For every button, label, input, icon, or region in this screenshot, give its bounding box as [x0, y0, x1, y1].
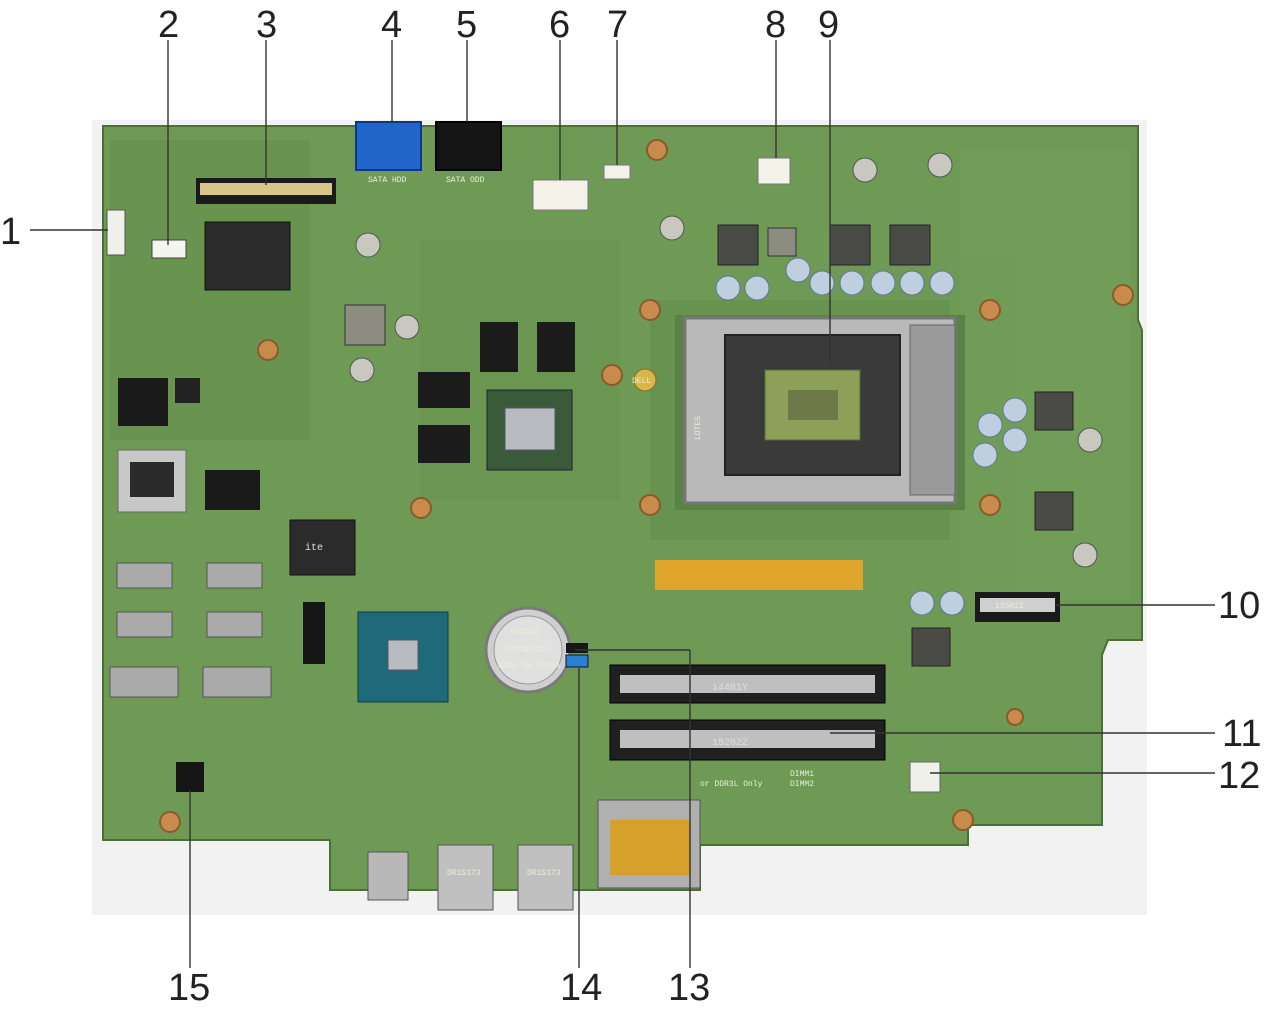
sata-odd-connector	[435, 121, 502, 171]
sata-hdd-label: SATA HDD	[368, 176, 407, 185]
svg-text:CR2032: CR2032	[510, 628, 539, 637]
callout-8: 8	[765, 4, 786, 46]
connector-15	[176, 762, 204, 792]
callout-6: 6	[549, 4, 570, 46]
callout-12: 12	[1218, 755, 1260, 797]
callout-9: 9	[818, 4, 839, 46]
rear-io-ports	[109, 378, 272, 698]
callout-7: 7	[607, 4, 628, 46]
ite-chip	[289, 519, 356, 576]
vrm-components	[344, 152, 955, 383]
svg-text:14481Y: 14481Y	[712, 683, 748, 694]
sd-card-slot	[597, 799, 701, 889]
socket-brand-label: LOTES	[694, 416, 703, 440]
callout-4: 4	[381, 4, 402, 46]
callout-3: 3	[256, 4, 277, 46]
callout-10: 10	[1218, 585, 1260, 627]
svg-text:DR1S173: DR1S173	[447, 869, 481, 878]
connector-7	[603, 164, 631, 180]
m2-slot: 13502Z	[975, 592, 1060, 622]
audio-codec-chip	[204, 221, 291, 291]
power-connector-6	[532, 179, 589, 211]
display-connector-pins	[200, 183, 332, 195]
connector-12	[909, 761, 941, 793]
callout-labels: 1 2 3 4 5 6 7 8 9 10 11 12 13 14 15	[0, 4, 1261, 1009]
dimm2-label: DIMM2	[790, 780, 814, 789]
callout-1: 1	[0, 211, 21, 253]
jumper-14	[565, 654, 589, 668]
ite-label: ite	[305, 542, 323, 554]
bottom-ports: DR1S173 DR1S173	[367, 844, 574, 911]
callout-11: 11	[1222, 713, 1261, 755]
callout-15: 15	[168, 967, 210, 1009]
coin-cell-battery: CR2032 MITSUBISHI MADE IN CHINA	[484, 606, 572, 694]
sata-hdd-connector	[355, 121, 422, 171]
callout-2: 2	[158, 4, 179, 46]
fan-connector	[757, 157, 791, 185]
memory-module-slots: 14481Y 15202Z DIMM1 DIMM2 or DDR3L Only	[609, 664, 886, 789]
processor-socket: LOTES	[675, 315, 965, 510]
connector-2	[151, 239, 187, 259]
mounting-holes	[159, 139, 1134, 833]
right-vrm-components	[909, 391, 1103, 667]
svg-text:13502Z: 13502Z	[995, 602, 1024, 611]
svg-text:MADE IN CHINA: MADE IN CHINA	[498, 662, 561, 671]
callout-5: 5	[456, 4, 477, 46]
gold-region	[655, 560, 863, 590]
leader-lines	[30, 40, 1215, 968]
connector-1	[106, 209, 126, 256]
svg-text:MITSUBISHI: MITSUBISHI	[502, 646, 550, 655]
callout-14: 14	[560, 967, 602, 1009]
svg-text:DR1S173: DR1S173	[527, 869, 561, 878]
dell-logo: DELL	[632, 368, 657, 392]
memory-chips	[418, 322, 575, 463]
svg-text:DELL: DELL	[632, 377, 651, 386]
dimm1-label: DIMM1	[790, 770, 814, 779]
graphics-chip	[486, 389, 573, 471]
sata-odd-label: SATA ODD	[446, 176, 485, 185]
ddr-note-label: or DDR3L Only	[700, 780, 763, 789]
svg-text:15202Z: 15202Z	[712, 738, 748, 749]
callout-13: 13	[668, 967, 710, 1009]
platform-controller-hub	[357, 611, 449, 703]
jumper-13	[566, 643, 588, 653]
pin-header	[303, 602, 325, 664]
